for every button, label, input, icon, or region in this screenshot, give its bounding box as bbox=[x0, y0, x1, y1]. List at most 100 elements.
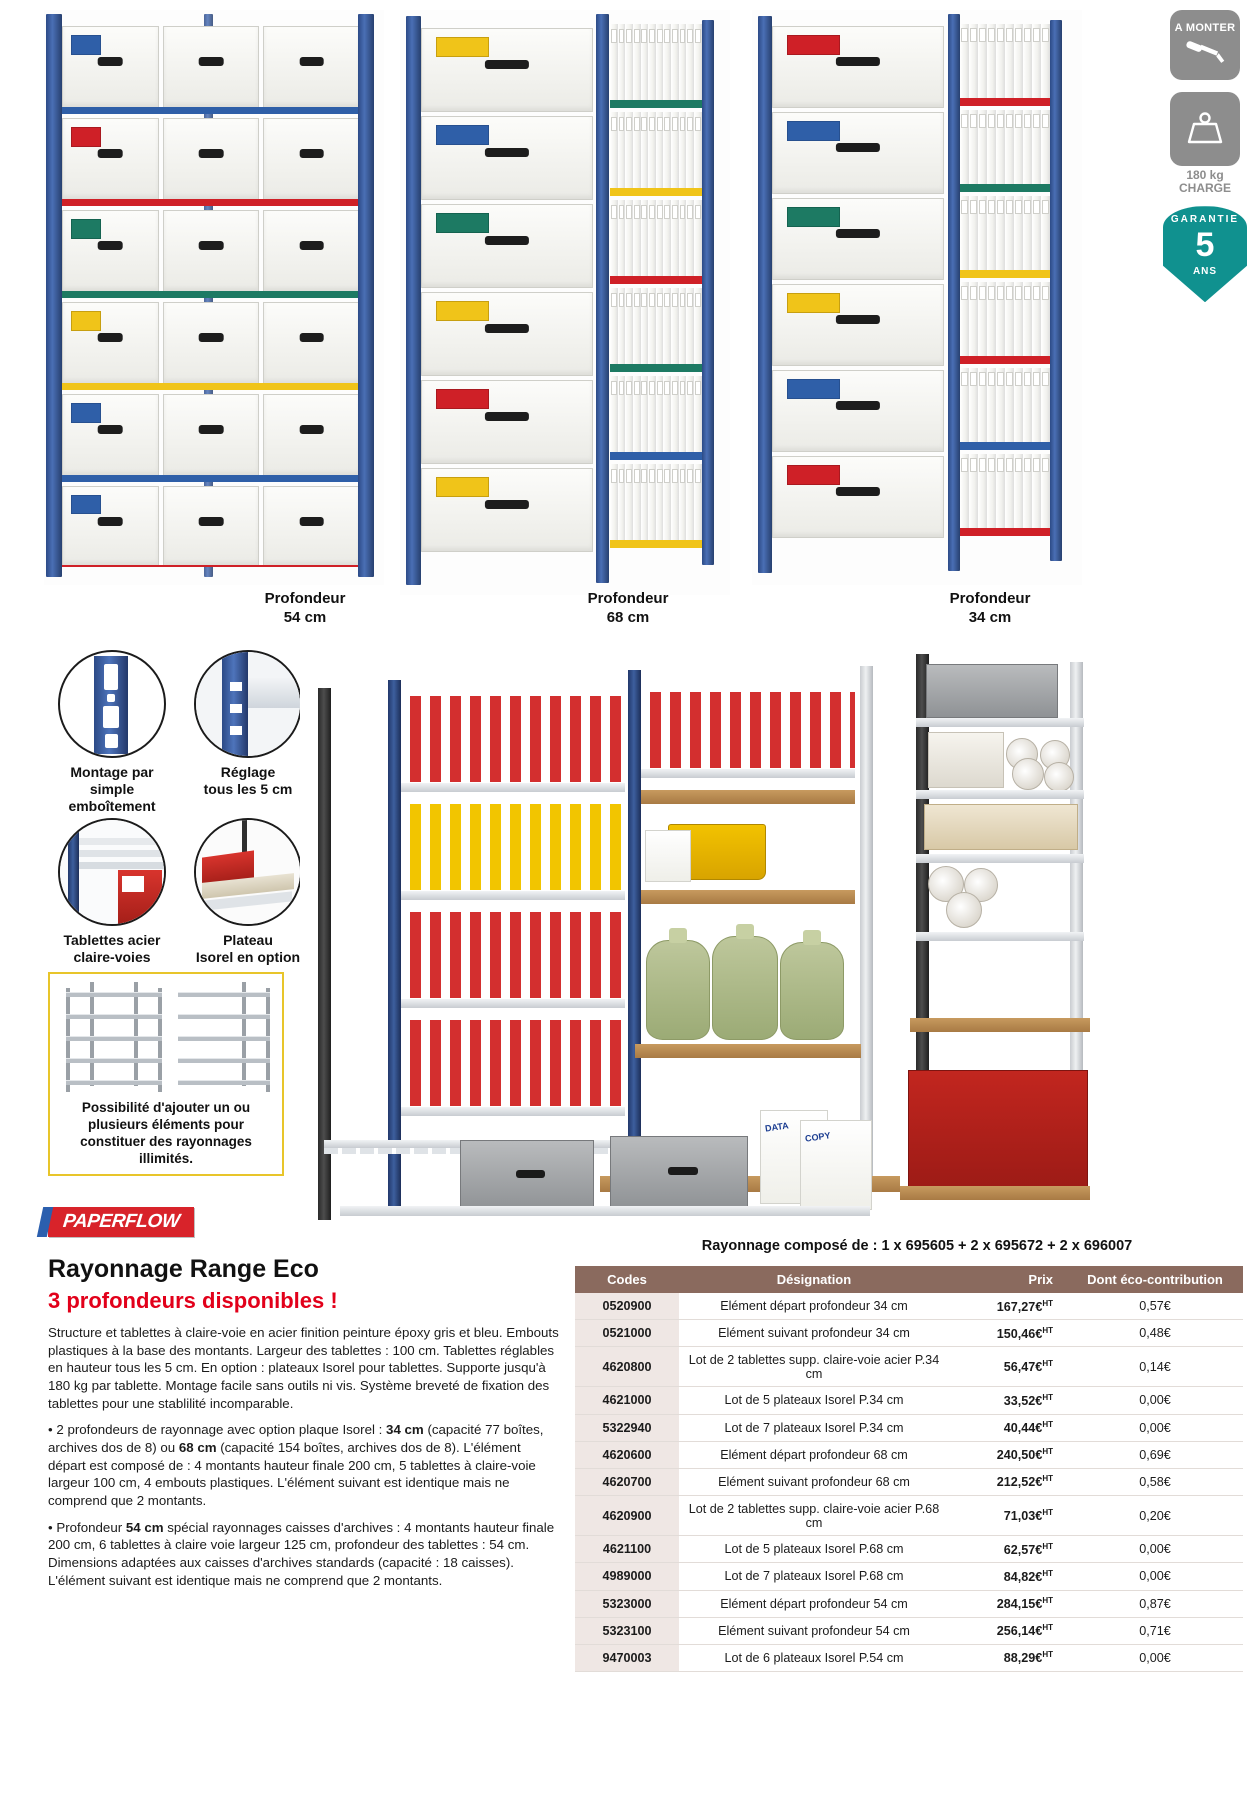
shelving-photo-depth-68 bbox=[400, 10, 730, 595]
load-badge-value: 180 kg bbox=[1186, 168, 1224, 182]
cell-code: 0521000 bbox=[575, 1319, 679, 1348]
cell-price: 167,27€HT bbox=[949, 1293, 1067, 1321]
steel-shelf-icon bbox=[58, 818, 166, 926]
paper-box: COPY bbox=[800, 1120, 872, 1210]
water-jug bbox=[780, 930, 844, 1040]
guarantee-badge: GARANTIE 5 ANS bbox=[1163, 206, 1247, 303]
cell-code: 4620700 bbox=[575, 1468, 679, 1497]
price-ht-suffix: HT bbox=[1042, 1596, 1053, 1605]
composition-note: Rayonnage composé de : 1 x 695605 + 2 x … bbox=[701, 1238, 1133, 1254]
depth-caption-68-line2: 68 cm bbox=[606, 608, 650, 626]
price-ht-suffix: HT bbox=[1042, 1298, 1053, 1308]
load-badge-unit: CHARGE bbox=[1178, 180, 1231, 195]
cell-code: 4620900 bbox=[575, 1495, 679, 1537]
expandability-callout-text: Possibilité d'ajouter un ou plusieurs él… bbox=[80, 1100, 252, 1166]
red-cabinet bbox=[908, 1070, 1088, 1188]
price-ht-suffix: HT bbox=[1042, 1359, 1053, 1369]
cell-eco-contribution: 0,00€ bbox=[1067, 1562, 1243, 1591]
price-ht-suffix: HT bbox=[1042, 1392, 1053, 1402]
cell-designation: Elément départ profondeur 68 cm bbox=[679, 1441, 949, 1469]
price-ht-suffix: HT bbox=[1042, 1508, 1053, 1518]
cell-price: 56,47€HT bbox=[949, 1346, 1067, 1388]
price-ht-suffix: HT bbox=[1042, 1541, 1053, 1551]
cell-eco-contribution: 0,58€ bbox=[1067, 1468, 1243, 1497]
header-eco: Dont éco-contribution bbox=[1067, 1266, 1243, 1293]
depth-caption-34-line2: 34 cm bbox=[968, 608, 1012, 626]
page-edge bbox=[1252, 0, 1259, 1814]
cell-price: 284,15€HT bbox=[949, 1590, 1067, 1618]
cell-price: 33,52€HT bbox=[949, 1386, 1067, 1415]
page-title: Rayonnage Range Eco bbox=[48, 1255, 319, 1283]
cell-eco-contribution: 0,48€ bbox=[1067, 1319, 1243, 1348]
cell-designation: Elément départ profondeur 34 cm bbox=[679, 1293, 949, 1321]
archive-box bbox=[460, 1140, 594, 1212]
cell-code: 4620800 bbox=[575, 1346, 679, 1388]
cell-designation: Lot de 5 plateaux Isorel P.34 cm bbox=[679, 1386, 949, 1415]
depth-caption-54: Profondeur 54 cm bbox=[205, 590, 405, 628]
badge-column: A MONTER 180 kg CHARGE bbox=[1159, 10, 1251, 303]
price-table-head: Codes Désignation Prix Dont éco-contribu… bbox=[575, 1266, 1243, 1293]
load-badge: 180 kg CHARGE bbox=[1170, 92, 1240, 194]
cell-designation: Elément suivant profondeur 68 cm bbox=[679, 1468, 949, 1497]
guarantee-unit: ANS bbox=[1192, 266, 1218, 278]
cell-code: 5323100 bbox=[575, 1617, 679, 1645]
cell-eco-contribution: 0,87€ bbox=[1067, 1590, 1243, 1618]
cell-price: 240,50€HT bbox=[949, 1441, 1067, 1469]
guarantee-years: 5 bbox=[1195, 226, 1215, 265]
price-ht-suffix: HT bbox=[1042, 1420, 1053, 1430]
cell-code: 4621000 bbox=[575, 1386, 679, 1415]
depth-caption-68-line1: Profondeur bbox=[587, 590, 669, 607]
cell-designation: Lot de 7 plateaux Isorel P.68 cm bbox=[679, 1562, 949, 1591]
price-ht-suffix: HT bbox=[1042, 1325, 1053, 1335]
cell-price: 150,46€HT bbox=[949, 1319, 1067, 1348]
depth-caption-54-line2: 54 cm bbox=[283, 608, 327, 626]
guarantee-word: GARANTIE bbox=[1170, 214, 1240, 226]
installation-photo: DATA COPY bbox=[300, 640, 1090, 1240]
cell-eco-contribution: 0,00€ bbox=[1067, 1644, 1243, 1673]
price-ht-suffix: HT bbox=[1042, 1474, 1053, 1484]
bullet-depth-54: • Profondeur 54 cm spécial rayonnages ca… bbox=[48, 1519, 555, 1588]
screwdriver-icon bbox=[1186, 41, 1225, 63]
cell-designation: Lot de 7 plateaux Isorel P.34 cm bbox=[679, 1414, 949, 1442]
water-jug bbox=[646, 928, 710, 1040]
cell-designation: Elément départ profondeur 54 cm bbox=[679, 1590, 949, 1618]
shelving-photo-depth-54 bbox=[44, 10, 384, 585]
expandability-callout: Possibilité d'ajouter un ou plusieurs él… bbox=[48, 972, 284, 1176]
isorel-board-icon bbox=[194, 818, 302, 926]
cell-designation: Lot de 2 tablettes supp. claire-voie aci… bbox=[679, 1495, 949, 1537]
depth-caption-68: Profondeur 68 cm bbox=[528, 590, 728, 628]
price-table-header-row: Codes Désignation Prix Dont éco-contribu… bbox=[575, 1266, 1243, 1293]
assembly-badge: A MONTER bbox=[1170, 10, 1240, 80]
cell-price: 71,03€HT bbox=[949, 1495, 1067, 1537]
logo-text: PAPERFLOW bbox=[61, 1211, 181, 1232]
cell-code: 4989000 bbox=[575, 1562, 679, 1591]
price-ht-suffix: HT bbox=[1042, 1447, 1053, 1457]
cell-price: 40,44€HT bbox=[949, 1414, 1067, 1442]
assembly-badge-label: A MONTER bbox=[1174, 22, 1236, 34]
mini-rack-illustration bbox=[60, 982, 272, 1100]
cell-code: 4620600 bbox=[575, 1441, 679, 1469]
price-ht-suffix: HT bbox=[1042, 1650, 1053, 1660]
header-price: Prix bbox=[949, 1266, 1067, 1293]
assembly-badge-box: A MONTER bbox=[1170, 10, 1240, 80]
upright-notch-icon bbox=[58, 650, 166, 758]
header-codes: Codes bbox=[575, 1266, 679, 1293]
cell-designation: Lot de 6 plateaux Isorel P.54 cm bbox=[679, 1644, 949, 1673]
cell-code: 0520900 bbox=[575, 1293, 679, 1321]
cell-price: 84,82€HT bbox=[949, 1562, 1067, 1591]
header-designation: Désignation bbox=[679, 1266, 949, 1293]
